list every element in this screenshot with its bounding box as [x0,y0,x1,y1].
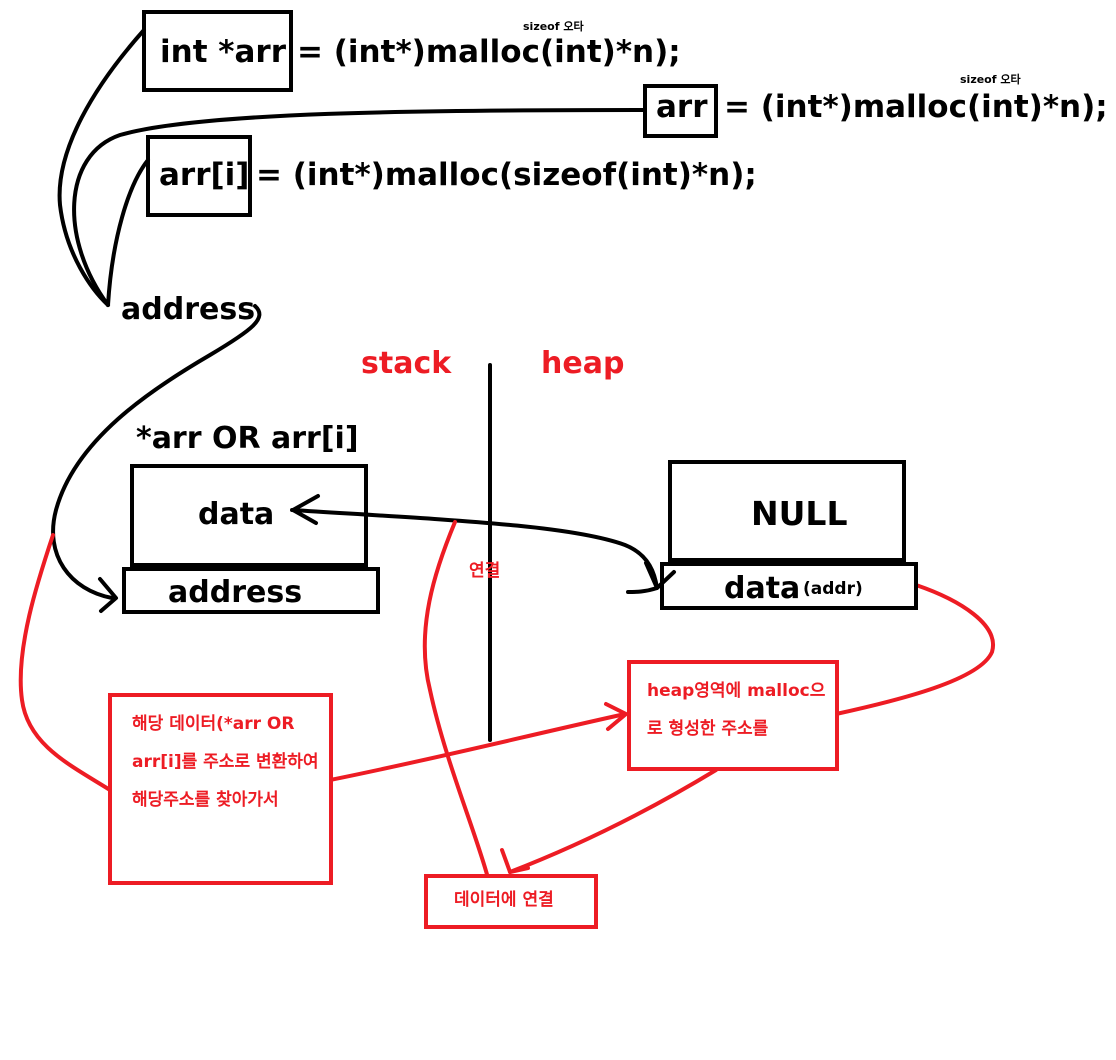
red-stack-data-to-left-note [18,533,112,792]
stack-data-label: data [198,497,275,532]
line1-typo-note: sizeof 오타 [523,20,584,33]
bottom-note-box: 데이터에 연결 [424,874,598,929]
bottom-note-text: 데이터에 연결 [454,890,554,910]
left-note-box: 해당 데이터(*arr OR arr[i]를 주소로 변환하여 해당주소를 찾아… [108,693,333,885]
wire-line1-to-address [57,28,146,307]
line2-typo-note: sizeof 오타 [960,73,1021,86]
red-data-link-to-bottom-note [422,520,490,880]
heap-data-label: data [724,571,801,606]
line3-lhs-box [146,135,252,217]
red-right-note-to-bottom-note [508,768,718,874]
left-note-text: 해당 데이터(*arr OR arr[i]를 주소로 변환하여 해당주소를 찾아… [132,714,319,810]
red-heap-data-to-right-note [834,583,996,716]
line1-lhs: int *arr [160,34,287,70]
arrowhead-heap-data [644,561,676,590]
stack-address-label: address [168,575,303,610]
line1-lhs-box [142,10,293,92]
red-arrowhead-bottom-note [500,848,530,874]
stack-address-cell [122,567,380,614]
line2-rhs: = (int*)malloc(int)*n); [724,89,1108,125]
stack-data-cell [130,464,368,567]
wire-address-to-stack-address [51,304,262,600]
red-arrowhead-right-note [604,702,628,731]
line2-lhs: arr [656,89,708,125]
heap-region-label: heap [541,346,625,381]
wire-line2-to-address [72,108,647,307]
line1-rhs: = (int*)malloc(int)*n); [297,34,681,70]
heap-null-cell [668,460,906,562]
wire-data-link [290,508,659,594]
stack-block-title: *arr OR arr[i] [136,421,359,456]
line2-lhs-box [643,84,718,138]
red-left-note-to-right-note [328,712,627,782]
line3-lhs: arr[i] [159,157,250,193]
line3-rhs: = (int*)malloc(sizeof(int)*n); [256,157,757,193]
stack-region-label: stack [361,346,452,381]
heap-addr-label: (addr) [803,579,863,599]
right-note-text: heap영역에 malloc으로 형성한 주소를 [647,681,826,739]
heap-null-label: NULL [751,494,848,533]
link-label: 연결 [469,561,501,581]
arrowhead-data [291,494,320,525]
arrowhead-stack-address [98,577,118,613]
heap-data-cell [660,562,918,610]
wire-line3-to-address [106,158,150,307]
right-note-box: heap영역에 malloc으로 형성한 주소를 [627,660,839,771]
address-label: address [121,292,256,327]
